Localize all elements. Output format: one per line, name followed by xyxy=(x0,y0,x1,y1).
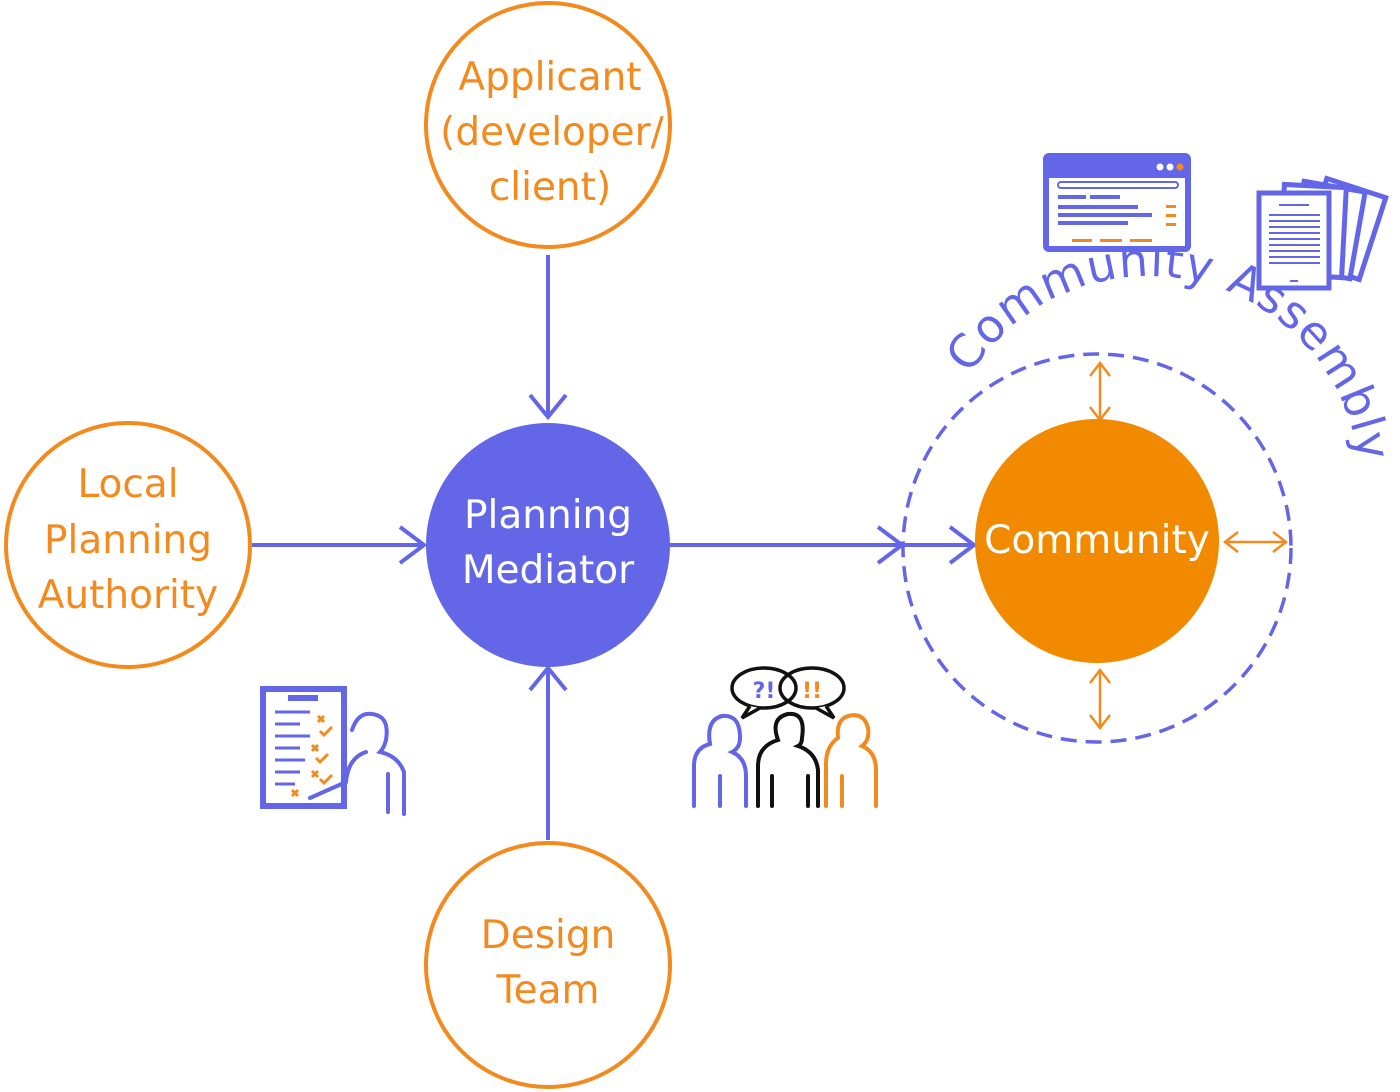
node-community: Community xyxy=(975,419,1219,663)
discussion-group-icon: ?! !! xyxy=(692,666,878,808)
browser-window-icon xyxy=(1043,153,1191,252)
node-design-team: Design Team xyxy=(424,841,672,1089)
applicant-line-3: client) xyxy=(489,165,611,210)
connector-lpa-to-mediator xyxy=(250,525,428,565)
connector-applicant-to-mediator xyxy=(528,255,568,421)
node-local-planning-authority: Local Planning Authority xyxy=(4,421,252,669)
mediator-line-1: Planning xyxy=(464,493,632,538)
lpa-line-1: Local xyxy=(77,462,178,507)
connector-mediator-to-community xyxy=(670,525,978,565)
connector-design-to-mediator xyxy=(528,664,568,840)
lpa-line-3: Authority xyxy=(38,573,219,618)
design-line-2: Team xyxy=(495,968,599,1013)
node-planning-mediator: Planning Mediator xyxy=(426,423,670,667)
applicant-line-2: (developer/ xyxy=(440,110,665,155)
lpa-line-2: Planning xyxy=(44,518,212,563)
checklist-presenter-icon xyxy=(260,686,406,816)
mediator-line-2: Mediator xyxy=(462,548,635,593)
double-arrow-up xyxy=(1089,360,1111,423)
design-line-1: Design xyxy=(481,913,616,958)
speech-right-glyph: !! xyxy=(802,679,822,704)
double-arrow-down xyxy=(1089,667,1111,731)
double-arrow-right xyxy=(1222,531,1289,553)
node-applicant: Applicant (developer/ client) xyxy=(424,1,672,249)
community-assembly-ring xyxy=(901,352,1293,744)
documents-stack-icon xyxy=(1256,175,1389,291)
applicant-line-1: Applicant xyxy=(458,55,641,100)
community-label: Community xyxy=(984,518,1210,563)
speech-left-glyph: ?! xyxy=(753,679,776,704)
